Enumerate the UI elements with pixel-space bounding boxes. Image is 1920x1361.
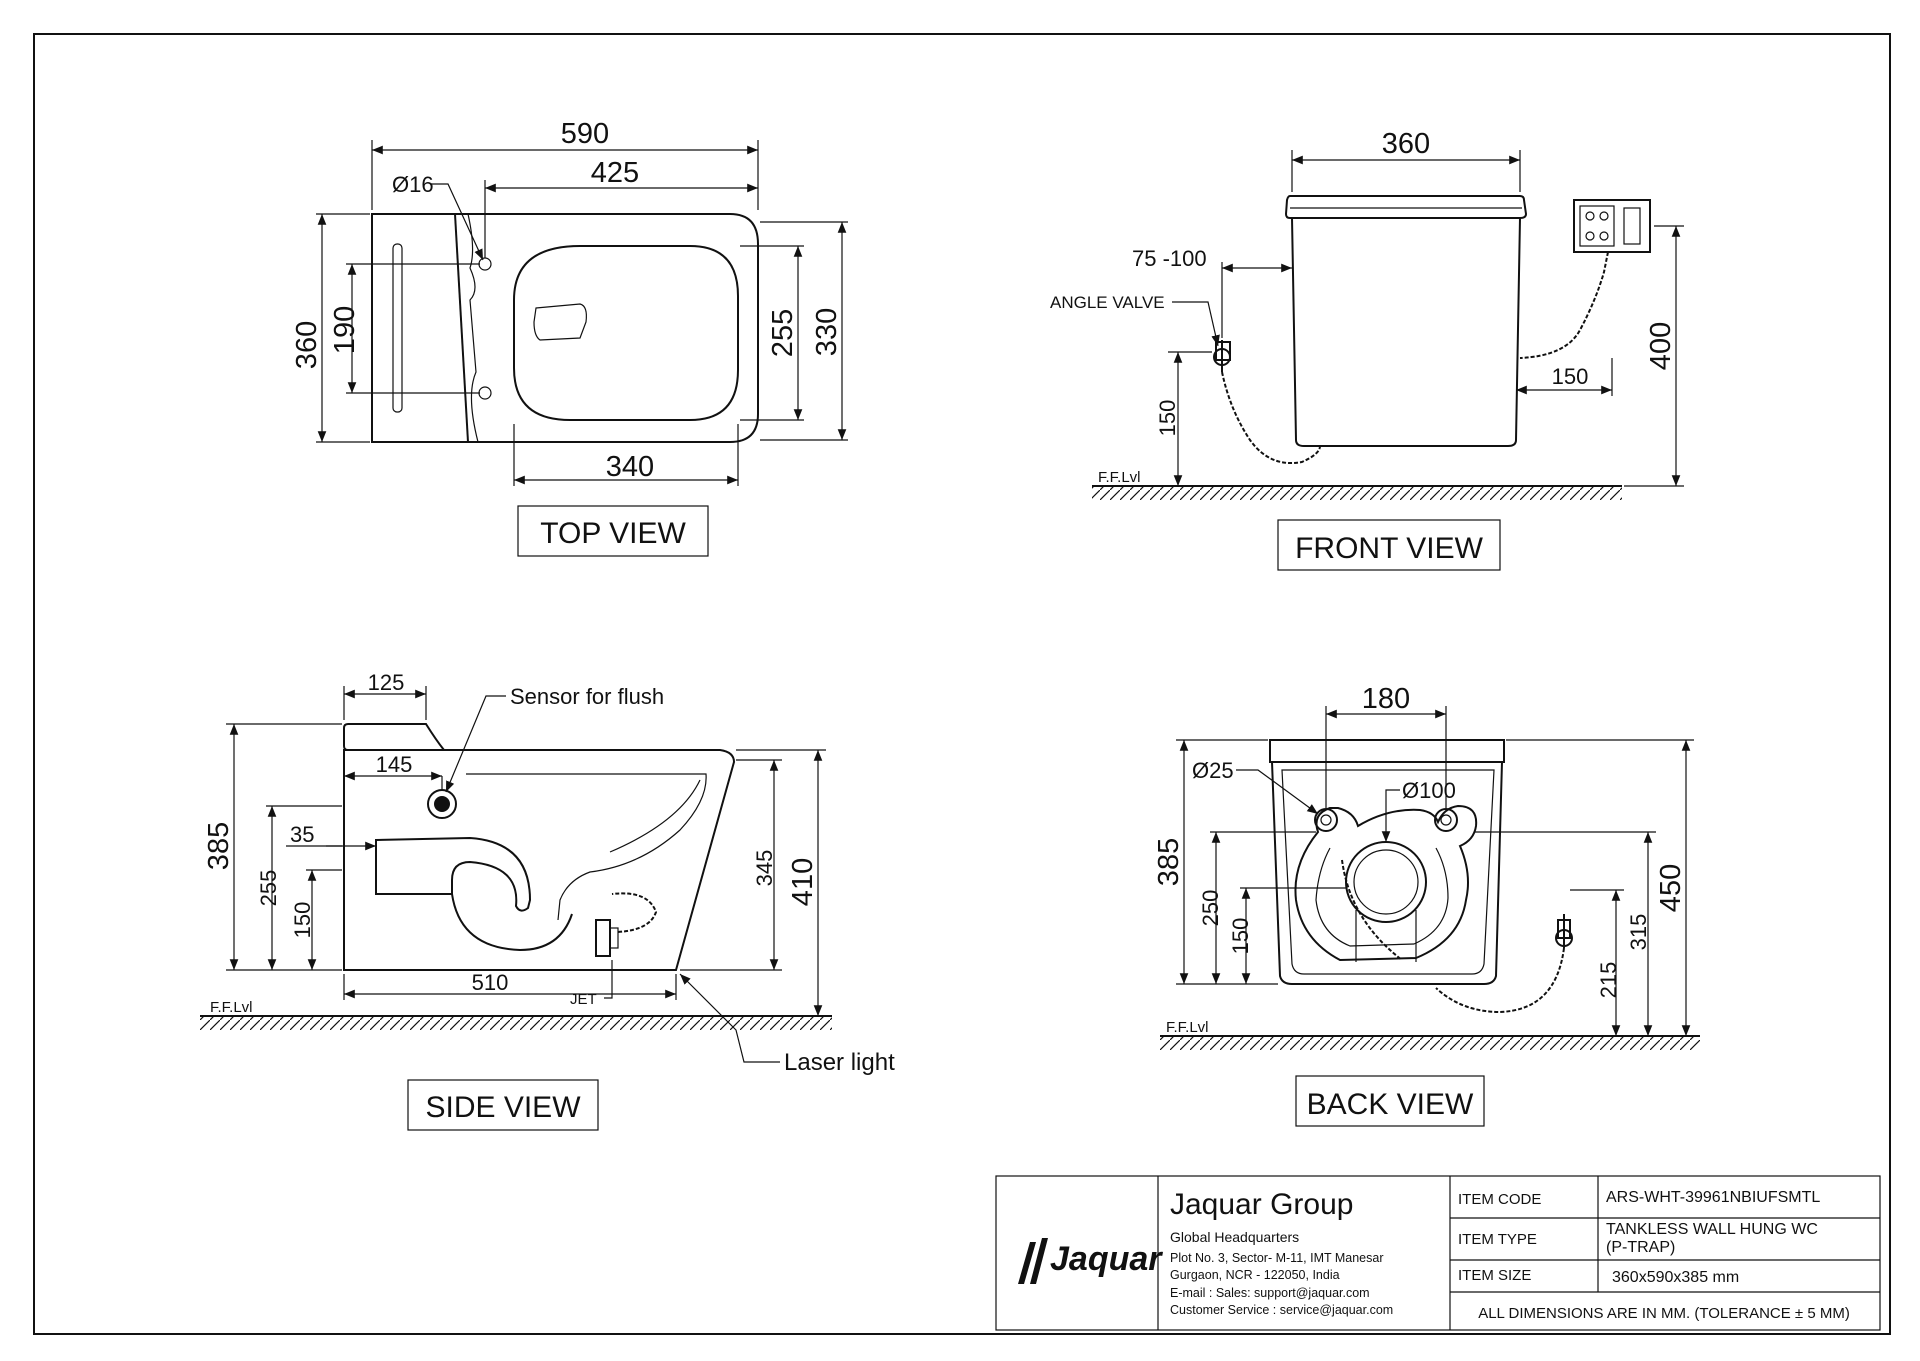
seat-outline xyxy=(513,245,739,421)
back-dim-dia100: Ø100 xyxy=(1402,778,1456,803)
item-code-value: ARS-WHT-39961NBIUFSMTL xyxy=(1606,1189,1820,1206)
back-view-label: BACK VIEW xyxy=(1307,1088,1474,1121)
jaquar-logo-mark xyxy=(1018,1238,1048,1284)
dim-255: 255 xyxy=(767,309,799,357)
back-dim-250: 250 xyxy=(1198,890,1223,927)
side-dim-510: 510 xyxy=(472,970,509,995)
side-dim-145: 145 xyxy=(376,752,413,777)
front-view: F.F.Lvl 360 75 -100 ANGLE VALVE 150 xyxy=(1050,128,1684,571)
item-code-label: ITEM CODE xyxy=(1458,1191,1541,1208)
dim-360: 360 xyxy=(291,321,323,369)
jet-label: JET xyxy=(570,991,597,1008)
item-type-label: ITEM TYPE xyxy=(1458,1231,1537,1248)
angle-valve-label: ANGLE VALVE xyxy=(1050,293,1165,312)
dimensions-note: ALL DIMENSIONS ARE IN MM. (TOLERANCE ± 5… xyxy=(1478,1305,1850,1322)
side-dim-125: 125 xyxy=(368,670,405,695)
front-view-body xyxy=(1291,217,1521,447)
item-type-value-1: TANKLESS WALL HUNG WC xyxy=(1606,1221,1818,1238)
sensor-label: Sensor for flush xyxy=(510,684,664,709)
hq-label: Global Headquarters xyxy=(1170,1229,1299,1245)
side-ffl: F.F.Lvl xyxy=(210,999,253,1016)
back-view-body xyxy=(1271,761,1503,985)
back-dim-215: 215 xyxy=(1596,962,1621,999)
back-dim-180: 180 xyxy=(1362,683,1410,715)
front-dim-75-100: 75 -100 xyxy=(1132,246,1207,271)
front-view-label: FRONT VIEW xyxy=(1295,532,1483,565)
side-view: F.F.Lvl 125 Sensor for flush 145 385 xyxy=(200,670,895,1131)
dim-340: 340 xyxy=(606,451,654,483)
side-dim-150: 150 xyxy=(290,902,315,939)
dim-425: 425 xyxy=(591,157,639,189)
front-dim-360: 360 xyxy=(1382,128,1430,160)
address-line-2: Gurgaon, NCR - 122050, India xyxy=(1170,1268,1340,1282)
outlet-100 xyxy=(1345,841,1427,923)
front-dim-150v: 150 xyxy=(1155,400,1180,437)
item-size-value: 360x590x385 mm xyxy=(1612,1269,1739,1286)
title-block: Jaquar Jaquar Group Global Headquarters … xyxy=(995,1175,1881,1331)
item-type-value-2: (P-TRAP) xyxy=(1606,1239,1675,1256)
side-dim-345: 345 xyxy=(752,850,777,887)
back-dim-385: 385 xyxy=(1153,838,1185,886)
company-name: Jaquar Group xyxy=(1170,1188,1353,1221)
dim-330: 330 xyxy=(811,308,843,356)
top-view: 590 425 Ø16 360 190 255 330 340 TOP VIEW xyxy=(291,118,848,557)
top-view-outline xyxy=(371,213,759,443)
side-view-label-box xyxy=(407,1079,599,1131)
side-dim-255: 255 xyxy=(256,870,281,907)
front-dim-150h: 150 xyxy=(1552,364,1589,389)
laser-light-label: Laser light xyxy=(784,1049,895,1076)
item-size-label: ITEM SIZE xyxy=(1458,1267,1531,1284)
back-ffl: F.F.Lvl xyxy=(1166,1019,1209,1036)
dim-590: 590 xyxy=(561,118,609,150)
side-view-label: SIDE VIEW xyxy=(425,1091,581,1124)
top-view-label: TOP VIEW xyxy=(540,517,686,550)
address-line-1: Plot No. 3, Sector- M-11, IMT Manesar xyxy=(1170,1251,1384,1265)
sales-email: E-mail : Sales: support@jaquar.com xyxy=(1170,1286,1370,1300)
back-dim-dia25: Ø25 xyxy=(1192,758,1234,783)
side-dim-410: 410 xyxy=(787,858,819,906)
service-email: Customer Service : service@jaquar.com xyxy=(1170,1303,1393,1317)
control-panel xyxy=(1573,199,1651,253)
back-dim-315: 315 xyxy=(1626,914,1651,951)
dim-190: 190 xyxy=(329,306,361,354)
jaquar-logo-text: Jaquar xyxy=(1050,1240,1163,1278)
dim-dia16: Ø16 xyxy=(392,172,434,197)
front-dim-400: 400 xyxy=(1645,322,1677,370)
side-dim-35: 35 xyxy=(290,822,314,847)
back-dim-450: 450 xyxy=(1655,864,1687,912)
top-view-label-box xyxy=(517,505,709,557)
front-view-label-box xyxy=(1277,519,1501,571)
back-dim-150: 150 xyxy=(1228,918,1253,955)
sheet-border xyxy=(33,33,1891,1335)
side-dim-385: 385 xyxy=(203,822,235,870)
front-ffl: F.F.Lvl xyxy=(1098,469,1141,486)
back-view-label-box xyxy=(1295,1075,1485,1127)
back-view: F.F.Lvl 180 Ø25 Ø100 xyxy=(1153,683,1700,1127)
side-view-body xyxy=(343,749,736,971)
